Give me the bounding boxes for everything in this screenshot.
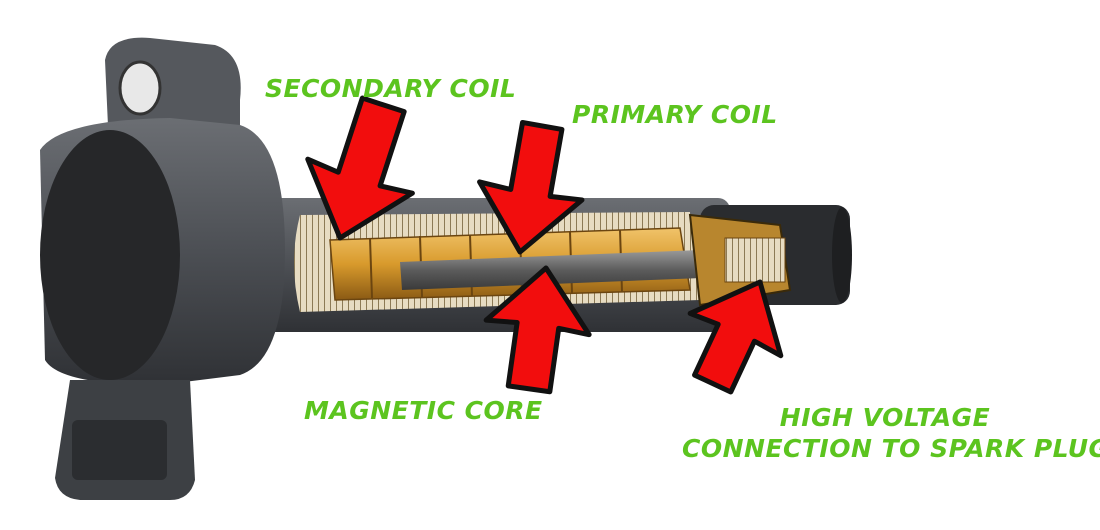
label-primary-coil: PRIMARY COIL (572, 100, 778, 129)
label-magnetic-core: MAGNETIC CORE (304, 396, 543, 425)
magnetic-core-arrow (483, 265, 592, 395)
secondary-coil-arrow (305, 95, 415, 241)
label-connection-to-spark-plug: CONNECTION TO SPARK PLUG (682, 434, 1100, 463)
mounting-hole (118, 60, 162, 116)
high-voltage-arrow (687, 279, 784, 395)
primary-coil-arrow (477, 119, 585, 255)
label-secondary-coil: SECONDARY COIL (265, 74, 517, 103)
coil-head (40, 37, 285, 500)
label-high-voltage: HIGH VOLTAGE (779, 403, 991, 432)
